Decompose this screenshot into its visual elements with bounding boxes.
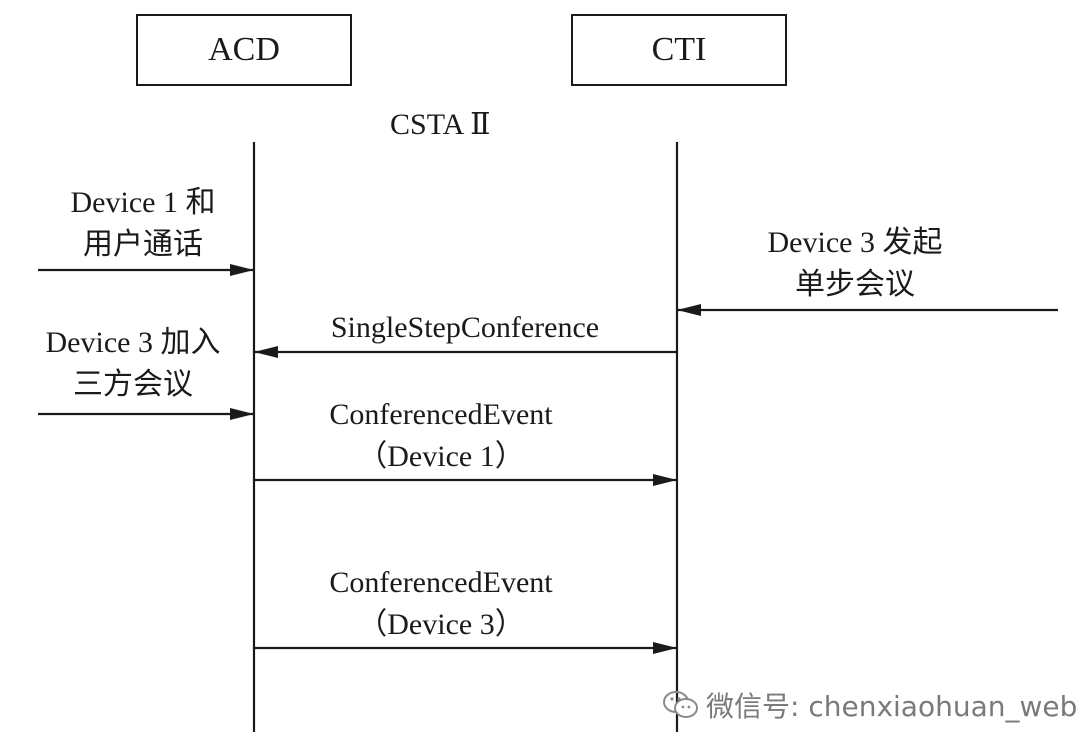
watermark: 微信号: chenxiaohuan_web <box>662 681 1077 729</box>
label-line: 单步会议 <box>795 268 915 301</box>
label-line: Device 3 发起 <box>767 226 943 259</box>
wechat-icon <box>662 689 700 721</box>
single-step-label: SingleStepConference <box>330 311 600 344</box>
cti-label: CTI <box>651 31 707 68</box>
acd-participant-box: ACD <box>136 14 352 86</box>
label-line: ConferencedEvent <box>329 566 553 599</box>
acd-label: ACD <box>208 31 280 68</box>
device1-talk-label: Device 1 和 用户通话 <box>38 182 248 266</box>
label-line: Device 3 加入 <box>45 326 221 359</box>
device3-join-label: Device 3 加入 三方会议 <box>24 322 242 406</box>
protocol-label: CSTA Ⅱ <box>390 108 491 141</box>
label-line: （Device 1） <box>357 440 525 473</box>
cti-participant-box: CTI <box>571 14 787 86</box>
conf-event-3-label: ConferencedEvent （Device 3） <box>280 562 602 646</box>
label-line: Device 1 和 <box>70 186 216 219</box>
conf-event-1-label: ConferencedEvent （Device 1） <box>280 394 602 478</box>
device3-initiate-label: Device 3 发起 单步会议 <box>750 222 960 306</box>
label-line: 三方会议 <box>73 368 193 401</box>
watermark-text: 微信号: chenxiaohuan_web <box>706 690 1078 723</box>
label-line: ConferencedEvent <box>329 398 553 431</box>
label-line: 用户通话 <box>83 228 203 261</box>
label-line: （Device 3） <box>357 608 525 641</box>
